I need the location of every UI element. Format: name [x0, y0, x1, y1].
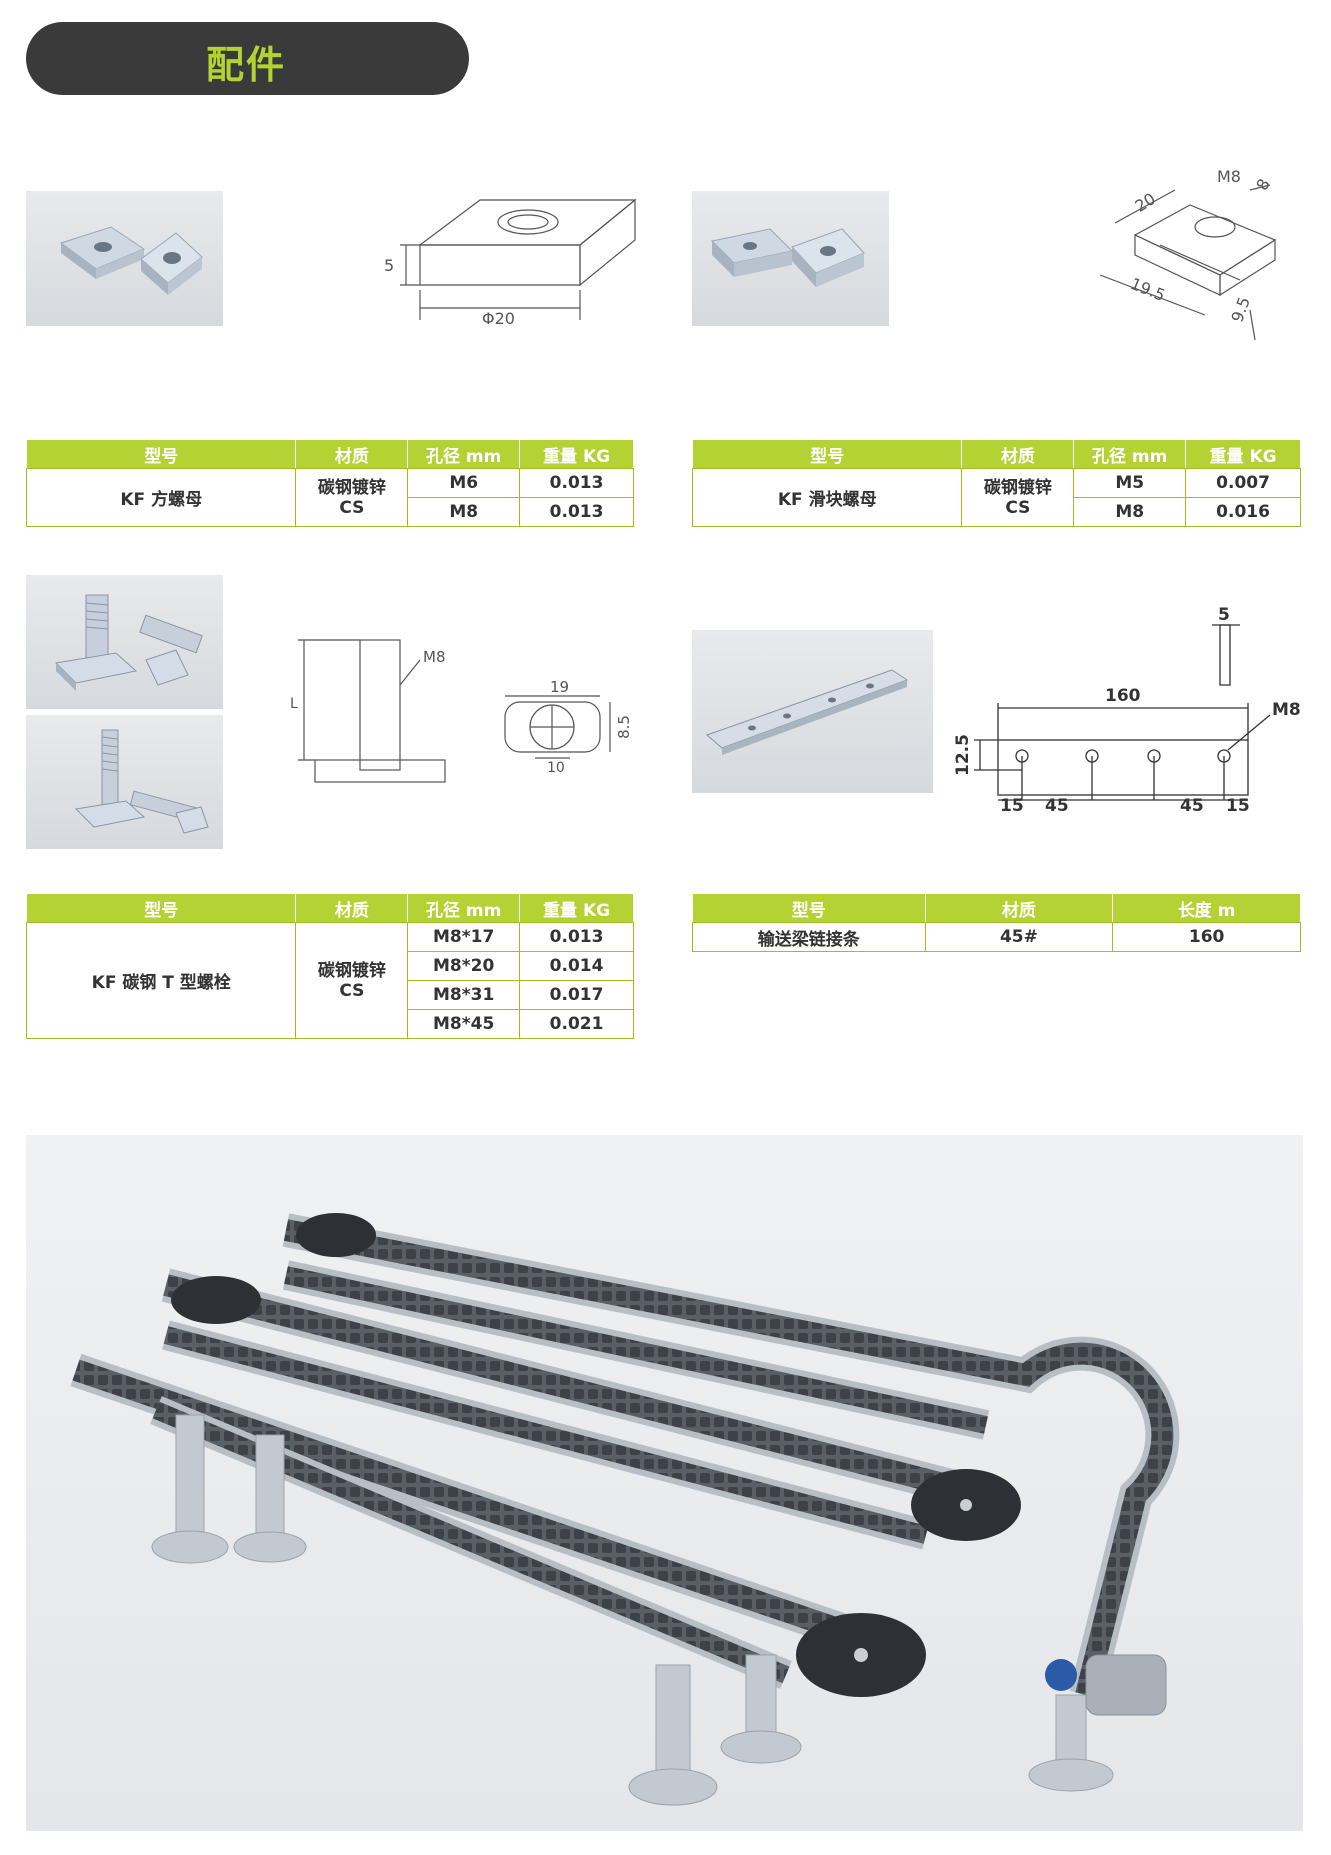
weight-cell: 0.013 — [519, 922, 634, 952]
dim-label: 15 — [1000, 796, 1024, 816]
thread-label: M8 — [1272, 700, 1301, 720]
dim-label: 45 — [1180, 796, 1204, 816]
table-row: M8 0.016 — [693, 497, 1301, 527]
col-hole: 孔径 mm — [407, 439, 521, 469]
slide-nut-photo — [692, 191, 889, 326]
material-cell: 45# — [924, 922, 1114, 952]
hole-cell: M5 — [1073, 468, 1187, 498]
hole-cell: M6 — [407, 468, 521, 498]
col-weight: 重量 KG — [519, 893, 634, 923]
col-model: 型号 — [691, 439, 963, 469]
table-row: KF 碳钢 T 型螺栓 碳钢镀锌 CS M8*17 0.013 — [25, 922, 634, 1039]
t-bolt-photo-1 — [26, 575, 223, 709]
weight-cell: 0.016 — [1185, 497, 1301, 527]
col-length: 长度 m — [1112, 893, 1301, 923]
hole-cell: M8*45 — [407, 1009, 521, 1039]
length-label: 160 — [1105, 686, 1141, 706]
t-bolt-photo-2 — [26, 715, 223, 849]
weight-cell: 0.017 — [519, 980, 634, 1010]
connector-plate-photo — [692, 630, 933, 793]
square-nut-table: 型号 材质 孔径 mm 重量 KG KF 方螺母 碳钢镀锌 CS M6 0.01… — [25, 439, 634, 527]
t-bolt-table: 型号 材质 孔径 mm 重量 KG KF 碳钢 T 型螺栓 碳钢镀锌 CS M8… — [25, 893, 634, 1039]
col-material: 材质 — [924, 893, 1114, 923]
col-material: 材质 — [961, 439, 1075, 469]
col-hole: 孔径 mm — [407, 893, 521, 923]
col-model: 型号 — [25, 439, 297, 469]
weight-cell: 0.014 — [519, 951, 634, 981]
connector-table: 型号 材质 长度 m 输送梁链接条 45# 160 — [692, 893, 1301, 952]
material-cell: 碳钢镀锌 CS — [295, 468, 409, 527]
dim-label: 45 — [1045, 796, 1069, 816]
col-material: 材质 — [295, 439, 409, 469]
col-weight: 重量 KG — [519, 439, 634, 469]
thread-label: M8 — [423, 648, 446, 666]
col-weight: 重量 KG — [1185, 439, 1301, 469]
col-model: 型号 — [25, 893, 297, 923]
table-row: KF 滑块螺母 碳钢镀锌 CS M5 0.007 — [691, 468, 1301, 527]
section-banner: 配件 — [26, 22, 469, 95]
weight-cell: 0.013 — [519, 497, 634, 527]
col-material: 材质 — [295, 893, 409, 923]
weight-cell: 0.021 — [519, 1009, 634, 1039]
height-label: 12.5 — [952, 734, 973, 776]
weight-cell: 0.007 — [1185, 468, 1301, 498]
base-label: 10 — [547, 760, 565, 776]
model-cell: KF 碳钢 T 型螺栓 — [25, 922, 297, 1039]
width-label: 19 — [550, 678, 570, 696]
height-label: 5 — [384, 256, 395, 275]
col-model: 型号 — [692, 893, 926, 923]
t-bolt-drawing: M8 L 19 8.5 10 — [290, 630, 670, 790]
hole-cell: M8*17 — [407, 922, 521, 952]
material-cell: 碳钢镀锌 CS — [961, 468, 1075, 527]
hole-cell: M8 — [1073, 497, 1187, 527]
table-row: M8*31 0.017 — [27, 980, 634, 1010]
table-row: M8*20 0.014 — [27, 951, 634, 981]
model-cell: KF 方螺母 — [25, 468, 297, 527]
height-label: 8.5 — [614, 715, 633, 739]
hole-cell: M8*20 — [407, 951, 521, 981]
thread-label: M8 — [1217, 167, 1241, 186]
table-row: KF 方螺母 碳钢镀锌 CS M6 0.013 — [25, 468, 634, 527]
length-cell: 160 — [1112, 922, 1301, 952]
length-label: L — [290, 696, 298, 712]
section-title: 配件 — [206, 43, 287, 87]
model-cell: 输送梁链接条 — [692, 922, 926, 952]
conveyor-system-image — [26, 1135, 1303, 1831]
model-cell: KF 滑块螺母 — [691, 468, 963, 527]
slide-nut-table: 型号 材质 孔径 mm 重量 KG KF 滑块螺母 碳钢镀锌 CS M5 0.0… — [691, 439, 1301, 527]
slide-nut-drawing: M8 8 20 19.5 9.5 — [1080, 165, 1320, 345]
hole-cell: M8*31 — [407, 980, 521, 1010]
table-row: M8 0.013 — [27, 497, 634, 527]
weight-cell: 0.013 — [519, 468, 634, 498]
table-row: 输送梁链接条 45# 160 — [692, 922, 1301, 952]
diameter-label: Φ20 — [482, 309, 515, 328]
dim-label: 15 — [1226, 796, 1250, 816]
hole-cell: M8 — [407, 497, 521, 527]
square-nut-photo — [26, 191, 223, 326]
material-cell: 碳钢镀锌 CS — [295, 922, 409, 1039]
square-nut-drawing: 5 Φ20 — [370, 190, 650, 330]
thickness-label: 5 — [1218, 605, 1230, 625]
connector-plate-drawing: 5 160 M8 12.5 15 45 45 15 — [950, 600, 1330, 820]
col-hole: 孔径 mm — [1073, 439, 1187, 469]
table-row: M8*45 0.021 — [27, 1009, 634, 1039]
